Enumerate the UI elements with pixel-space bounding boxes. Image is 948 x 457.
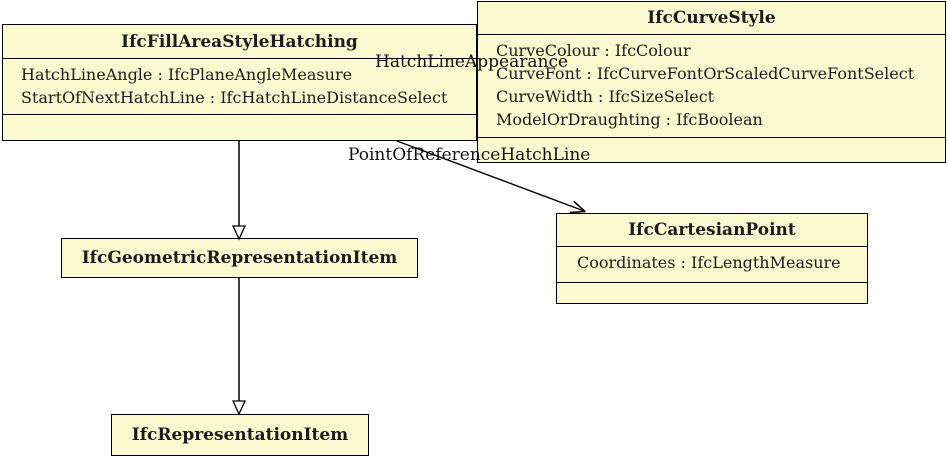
open-vee-arrowhead-icon (569, 200, 586, 214)
attribute-startofnexthatchline: StartOfNextHatchLine : IfcHatchLineDista… (21, 88, 448, 107)
edge-label-pointofreferencehatchline: PointOfReferenceHatchLine (348, 145, 591, 165)
attribute-curvecolour: CurveColour : IfcColour (496, 41, 691, 60)
class-box-ifcrepresentationitem: IfcRepresentationItem (111, 414, 369, 456)
class-title-ifcgeometricrepresentationitem: IfcGeometricRepresentationItem (81, 248, 398, 268)
attribute-curvefont: CurveFont : IfcCurveFontOrScaledCurveFon… (496, 64, 915, 83)
class-title-ifccurvestyle: IfcCurveStyle (478, 2, 945, 35)
attribute-curvewidth: CurveWidth : IfcSizeSelect (496, 87, 715, 106)
class-box-ifccartesianpoint: IfcCartesianPoint Coordinates : IfcLengt… (556, 213, 868, 304)
edge-label-hatchlineappearance: HatchLineAppearance (375, 52, 569, 72)
class-title-ifccartesianpoint: IfcCartesianPoint (557, 214, 867, 247)
class-attributes-ifccartesianpoint: Coordinates : IfcLengthMeasure (557, 247, 867, 283)
class-box-ifccurvestyle: IfcCurveStyle CurveColour : IfcColour Cu… (477, 1, 946, 163)
attribute-modelordraughting: ModelOrDraughting : IfcBoolean (496, 110, 763, 129)
class-title-ifcfillareastylehatching: IfcFillAreaStyleHatching (3, 25, 476, 59)
class-empty-compartment (557, 283, 867, 300)
hollow-triangle-arrowhead-icon (231, 400, 247, 416)
generalization-arrow-geometricitem-to-representationitem (231, 278, 247, 416)
class-attributes-ifccurvestyle: CurveColour : IfcColour CurveFont : IfcC… (478, 35, 945, 138)
attribute-coordinates: Coordinates : IfcLengthMeasure (577, 253, 841, 272)
class-attributes-ifcfillareastylehatching: HatchLineAngle : IfcPlaneAngleMeasure St… (3, 59, 476, 115)
class-empty-compartment (3, 115, 476, 138)
generalization-arrow-fillarea-to-geometricitem (231, 141, 247, 241)
class-box-ifcfillareastylehatching: IfcFillAreaStyleHatching HatchLineAngle … (2, 24, 477, 141)
attribute-hatchlineangle: HatchLineAngle : IfcPlaneAngleMeasure (21, 65, 353, 84)
class-title-ifcrepresentationitem: IfcRepresentationItem (131, 425, 349, 445)
class-box-ifcgeometricrepresentationitem: IfcGeometricRepresentationItem (61, 238, 418, 278)
